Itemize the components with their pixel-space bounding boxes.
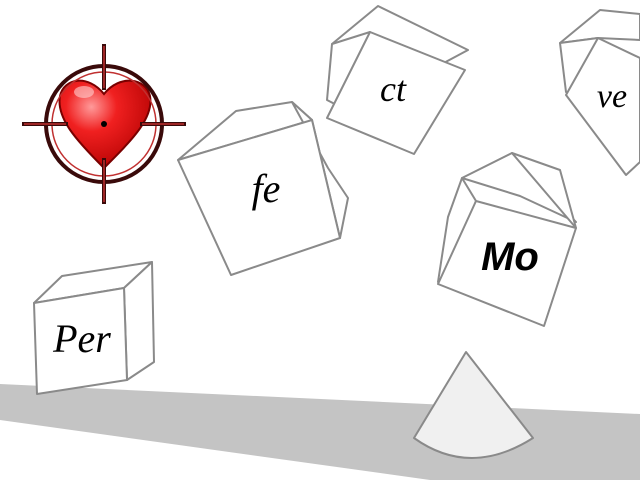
word-block-mo[interactable]: Mo — [437, 152, 577, 327]
word-block-per[interactable]: Per — [33, 261, 155, 395]
word-block-label: ve — [597, 78, 627, 115]
word-block-label: Per — [52, 316, 111, 361]
word-block-label: fe — [252, 166, 281, 211]
cone-icon[interactable] — [413, 351, 534, 459]
word-block-fe[interactable]: fe — [177, 101, 349, 276]
floor — [0, 384, 640, 480]
word-block-ct[interactable]: ct — [326, 5, 469, 155]
heart-crosshair-icon — [22, 44, 186, 204]
word-block-label: Mo — [481, 235, 539, 279]
word-block-ve[interactable]: ve — [559, 9, 640, 176]
word-block-label: ct — [380, 69, 407, 109]
